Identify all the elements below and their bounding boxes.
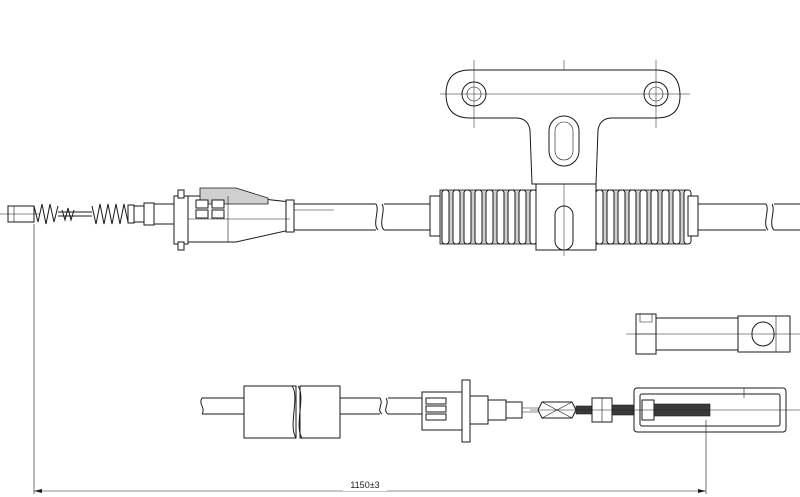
left-end-fitting xyxy=(0,205,40,223)
bellows-rib xyxy=(485,189,494,245)
bellows-rib xyxy=(452,189,461,245)
end-piece-detail xyxy=(626,313,800,355)
cable-sheath-left xyxy=(294,203,430,231)
lower-cable-assembly xyxy=(200,379,800,443)
ferrule-housing xyxy=(173,187,295,251)
bellows-rib xyxy=(518,189,527,245)
bellows-rib xyxy=(507,189,516,245)
threaded-adjuster-rod xyxy=(530,387,800,433)
adjuster-housing xyxy=(421,379,542,443)
bellows-rib xyxy=(496,189,505,245)
bellows-rib xyxy=(650,189,659,245)
grommet-block xyxy=(243,385,341,439)
bellows-rib xyxy=(441,189,450,245)
bellows-rib xyxy=(661,189,670,245)
cable-sheath-right xyxy=(698,203,800,231)
bellows-rib xyxy=(672,189,681,245)
overall-length-dimension xyxy=(33,224,707,494)
dimension-label: 1150±3 xyxy=(343,480,387,491)
left-spring xyxy=(33,202,175,226)
bellows-rib xyxy=(595,189,604,245)
bellows-rib xyxy=(474,189,483,245)
bellows-rib xyxy=(639,189,648,245)
rubber-boot-bellows xyxy=(429,60,699,256)
bellows-rib xyxy=(617,189,626,245)
bellows-rib xyxy=(463,189,472,245)
mounting-bracket xyxy=(440,60,690,185)
bellows-rib xyxy=(606,189,615,245)
upper-cable-assembly xyxy=(0,60,800,256)
bellows-rib xyxy=(628,189,637,245)
